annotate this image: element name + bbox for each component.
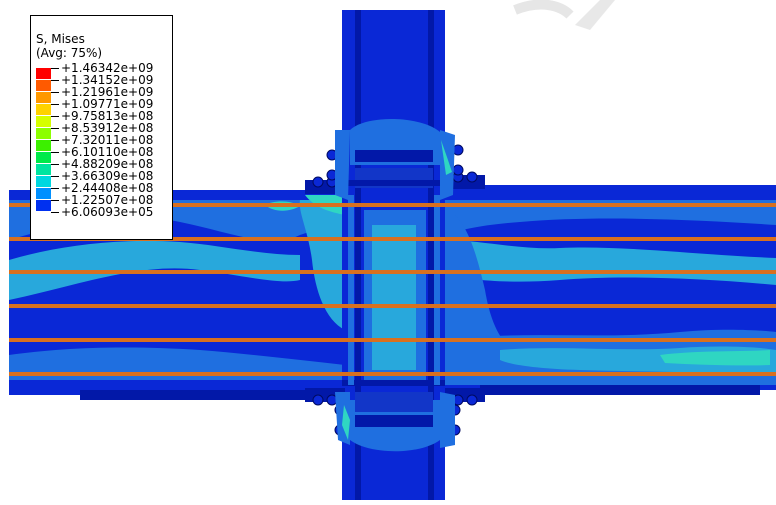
legend-level-label: +3.66309e+08 <box>61 169 154 183</box>
legend-level-label: +4.88209e+08 <box>61 157 154 171</box>
stress-legend: S, Mises (Avg: 75%) +1.46342e+09+1.34152… <box>30 15 173 240</box>
legend-tick <box>51 92 59 93</box>
legend-tick <box>51 128 59 129</box>
bolted-connection <box>305 130 485 448</box>
column <box>342 10 445 500</box>
prestress-tendons <box>9 203 776 376</box>
legend-level-label: +1.22507e+08 <box>61 193 154 207</box>
legend-tick <box>51 80 59 81</box>
legend-level-label: +1.34152e+09 <box>61 73 154 87</box>
legend-level-label: +1.21961e+09 <box>61 85 154 99</box>
legend-level-label: +7.32011e+08 <box>61 133 154 147</box>
legend-tick <box>51 140 59 141</box>
legend-title: S, Mises <box>36 32 85 46</box>
legend-level-label: +1.09771e+09 <box>61 97 154 111</box>
legend-level-label: +6.06093e+05 <box>61 205 154 219</box>
legend-level-label: +8.53912e+08 <box>61 121 154 135</box>
legend-level-label: +9.75813e+08 <box>61 109 154 123</box>
legend-swatch <box>36 104 51 115</box>
legend-tick <box>51 200 59 201</box>
legend-swatch <box>36 128 51 139</box>
watermark <box>513 0 615 30</box>
legend-level-label: +1.46342e+09 <box>61 61 154 75</box>
legend-swatch <box>36 188 51 199</box>
right-beam <box>445 185 776 395</box>
legend-swatch <box>36 140 51 151</box>
legend-subtitle: (Avg: 75%) <box>36 46 103 60</box>
legend-swatch <box>36 152 51 163</box>
legend-tick <box>51 104 59 105</box>
legend-swatch <box>36 80 51 91</box>
legend-tick <box>51 116 59 117</box>
legend-tick <box>51 176 59 177</box>
legend-swatch <box>36 164 51 175</box>
legend-level-label: +2.44408e+08 <box>61 181 154 195</box>
legend-swatch <box>36 116 51 127</box>
legend-tick <box>51 68 59 69</box>
legend-level-label: +6.10110e+08 <box>61 145 154 159</box>
legend-swatch <box>36 176 51 187</box>
legend-tick <box>51 152 59 153</box>
legend-swatch <box>36 200 51 211</box>
legend-swatch <box>36 68 51 79</box>
legend-tick <box>51 188 59 189</box>
legend-tick <box>51 212 59 213</box>
legend-tick <box>51 164 59 165</box>
legend-swatch <box>36 92 51 103</box>
